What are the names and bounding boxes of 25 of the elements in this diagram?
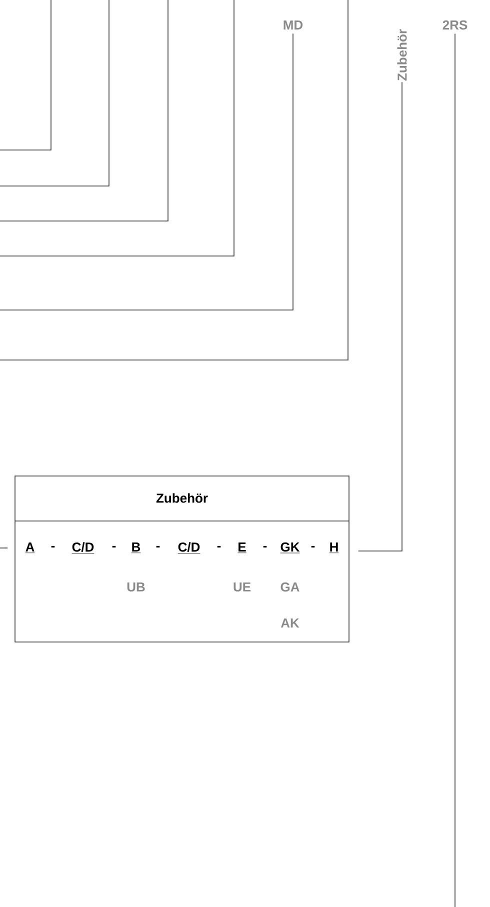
separator-dash: - xyxy=(217,546,221,548)
separator-dash: - xyxy=(311,546,315,548)
code-label: MD xyxy=(284,20,303,30)
separator-dash: - xyxy=(112,546,116,548)
leader-line xyxy=(454,33,456,907)
leader-line xyxy=(358,82,402,552)
separator-dash: - xyxy=(51,546,55,548)
option-code: GA xyxy=(280,582,300,592)
code-letter: B xyxy=(131,542,141,554)
code-letter: C/D xyxy=(178,542,200,554)
option-code: AK xyxy=(280,618,300,628)
code-letter: A xyxy=(25,542,35,554)
code-letter: H xyxy=(329,542,339,554)
separator-dash: - xyxy=(156,546,160,548)
table-box xyxy=(14,476,350,642)
separator-dash: - xyxy=(263,546,267,548)
option-code: UB xyxy=(127,582,145,592)
header-text: Zubehör xyxy=(156,493,208,503)
code-label: 2RS xyxy=(442,20,468,30)
code-letter: GK xyxy=(280,542,300,554)
code-letter: E xyxy=(237,542,247,554)
code-label: Zubehör xyxy=(397,29,407,81)
option-code: UE xyxy=(234,582,251,592)
code-letter: C/D xyxy=(72,542,94,554)
leader-line xyxy=(0,33,294,310)
